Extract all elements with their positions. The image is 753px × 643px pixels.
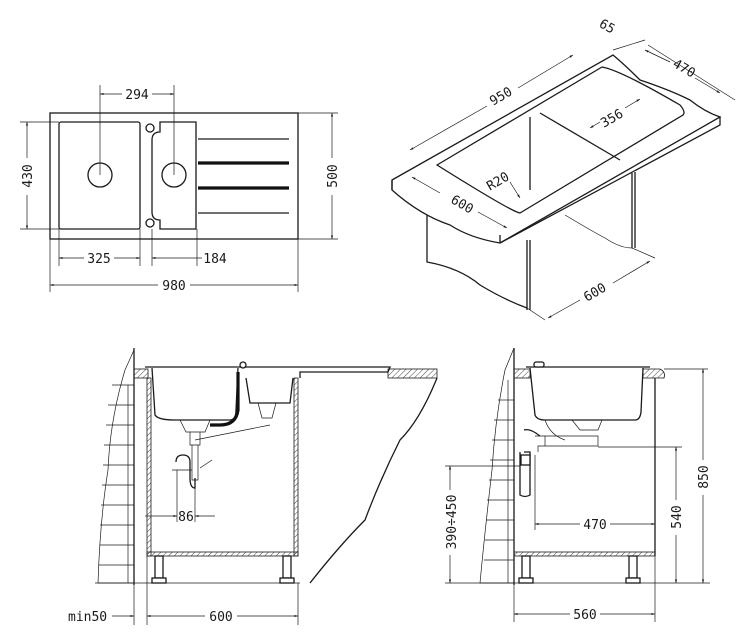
wall-bricks: [97, 349, 135, 584]
bowl-side: [526, 366, 650, 421]
dim-600-front: 600: [209, 610, 232, 625]
drainer-grooves: [198, 138, 289, 214]
dim-86: 86: [178, 510, 194, 525]
dim-500: 500: [326, 164, 341, 187]
dim-980: 980: [162, 279, 185, 294]
isometric-view: 950 65 470 356 R20 600 600: [391, 17, 736, 321]
dim-950: 950: [487, 85, 515, 110]
dim-540: 540: [670, 505, 685, 528]
dim-850: 850: [697, 465, 712, 488]
sink-cutout: [435, 66, 685, 214]
dim-470-iso: 470: [670, 57, 698, 82]
wall-bricks-side: [479, 347, 515, 584]
small-bowl: [151, 121, 197, 230]
dim-430: 430: [21, 164, 36, 187]
dim-560: 560: [573, 608, 596, 623]
dim-min50: min50: [68, 610, 107, 625]
dim-65: 65: [596, 17, 617, 38]
main-bowl-section: [151, 367, 239, 421]
dim-325: 325: [87, 252, 110, 267]
dim-600-iso-cabinet: 600: [581, 281, 609, 306]
main-bowl: [58, 121, 141, 230]
countertop: [391, 54, 722, 244]
dim-184: 184: [203, 252, 227, 267]
cabinet-left: [426, 213, 528, 309]
side-section: 390÷450 470 540 850 560: [445, 347, 712, 623]
front-section: 86 min50 600: [68, 348, 438, 625]
overflow-hole-icon: [145, 123, 155, 133]
dim-294: 294: [125, 88, 149, 103]
bowl-divider: [539, 112, 621, 161]
tap-hole-icon: [145, 218, 155, 228]
top-view: 294 430 500 325 184 980: [20, 85, 341, 294]
dim-470-side: 470: [583, 518, 606, 533]
dim-390-450: 390÷450: [445, 495, 460, 550]
